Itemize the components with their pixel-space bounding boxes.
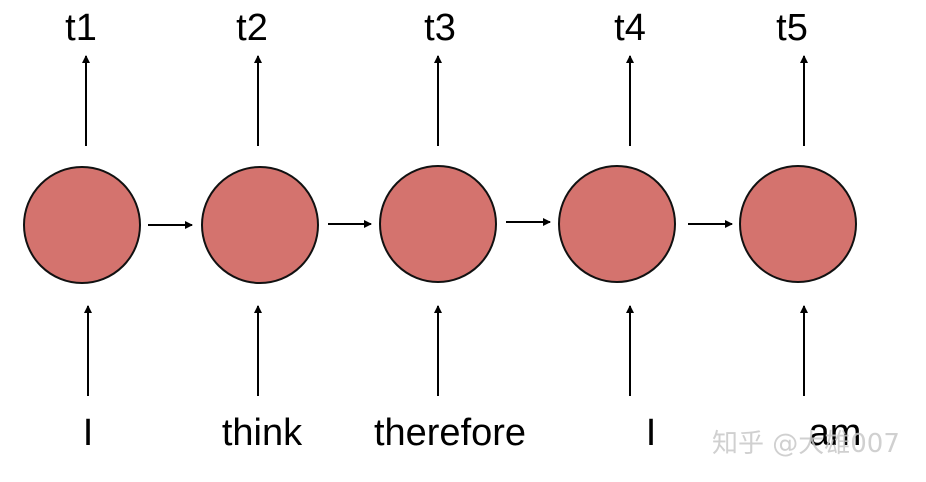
watermark: 知乎 @大雄007: [712, 429, 900, 459]
output-label-t5: t5: [776, 7, 808, 49]
hidden-node-5: [739, 165, 857, 283]
output-label-t4: t4: [614, 7, 646, 49]
output-label-t2: t2: [236, 7, 268, 49]
hidden-node-4: [558, 165, 676, 283]
input-label-2: think: [222, 412, 303, 454]
input-label-4: I: [646, 412, 657, 454]
input-label-1: I: [83, 412, 94, 454]
hidden-node-1: [23, 166, 141, 284]
hidden-node-2: [201, 166, 319, 284]
input-label-5: am: [809, 412, 862, 454]
output-label-t3: t3: [424, 7, 456, 49]
input-label-3: therefore: [374, 412, 526, 454]
output-label-t1: t1: [65, 7, 97, 49]
hidden-node-3: [379, 165, 497, 283]
